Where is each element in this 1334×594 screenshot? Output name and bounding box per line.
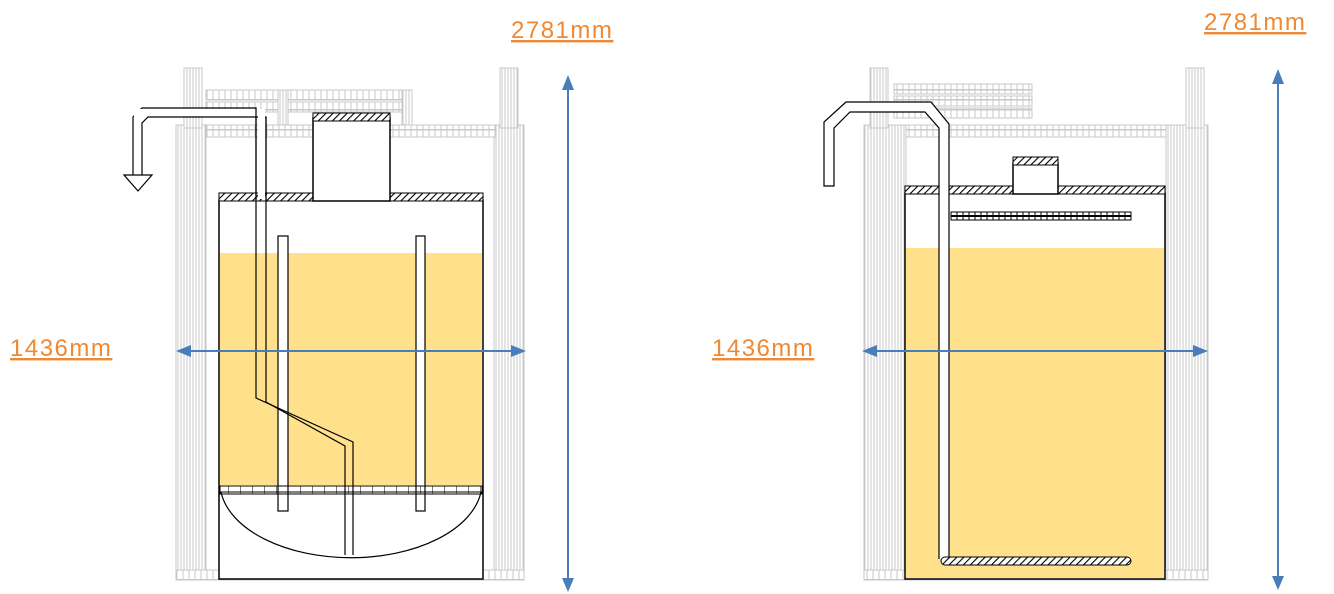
- left-lid-right: [389, 192, 484, 202]
- right-tank: 2781mm 1436mm: [712, 9, 1306, 590]
- right-width-dimension: [862, 345, 1208, 357]
- right-width-label: 1436mm: [712, 335, 814, 362]
- left-tank: 2781mm 1436mm: [10, 17, 613, 592]
- left-outlet-arrow-icon: [122, 174, 154, 192]
- right-lid-right: [1057, 185, 1166, 195]
- right-upper-bar: [950, 211, 1132, 221]
- right-pipe-outer: [823, 101, 950, 559]
- left-height-dimension: [562, 75, 574, 592]
- left-bottom-bowl: [220, 491, 482, 559]
- right-lid-left: [904, 185, 1014, 195]
- left-width-label: 1436mm: [10, 335, 112, 362]
- left-baffle-2: [415, 235, 426, 512]
- left-width-dimension: [176, 345, 526, 357]
- left-grate: [219, 485, 483, 495]
- right-height-dimension: [1272, 69, 1284, 590]
- right-diffuser-bar: [940, 556, 1132, 566]
- right-motor-cap: [1012, 156, 1059, 166]
- left-baffle-1: [277, 235, 289, 512]
- left-liquid: [220, 253, 482, 485]
- left-motor-housing: [312, 117, 391, 202]
- right-motor-housing: [1012, 162, 1059, 195]
- left-motor-cap: [312, 112, 391, 122]
- left-height-label: 2781mm: [511, 17, 613, 44]
- right-height-label: 2781mm: [1204, 9, 1306, 36]
